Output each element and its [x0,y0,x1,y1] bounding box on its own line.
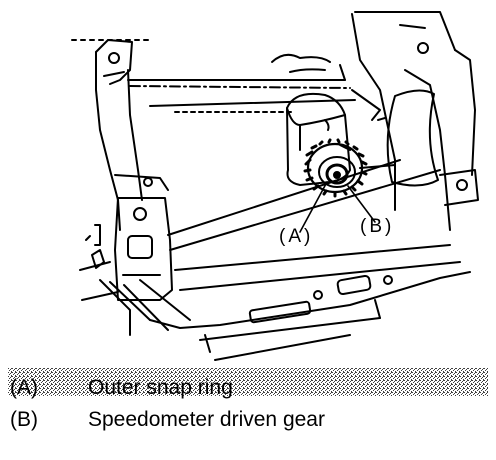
legend-item: (A) Outer snap ring [10,372,490,404]
legend: (A) Outer snap ring (B) Speedometer driv… [10,372,490,436]
legend-text: Outer snap ring [88,376,233,399]
transmission-case-drawing [71,11,479,361]
legend-key: (A) [10,376,38,399]
callout-label-b: (B) [360,216,395,237]
legend-key: (B) [10,408,38,431]
legend-item: (B) Speedometer driven gear [10,404,490,436]
callout-label-a: (A) [279,226,314,247]
legend-text: Speedometer driven gear [88,408,325,431]
technical-illustration: (A) (B) [71,11,479,361]
scan-noise-band [8,368,488,396]
